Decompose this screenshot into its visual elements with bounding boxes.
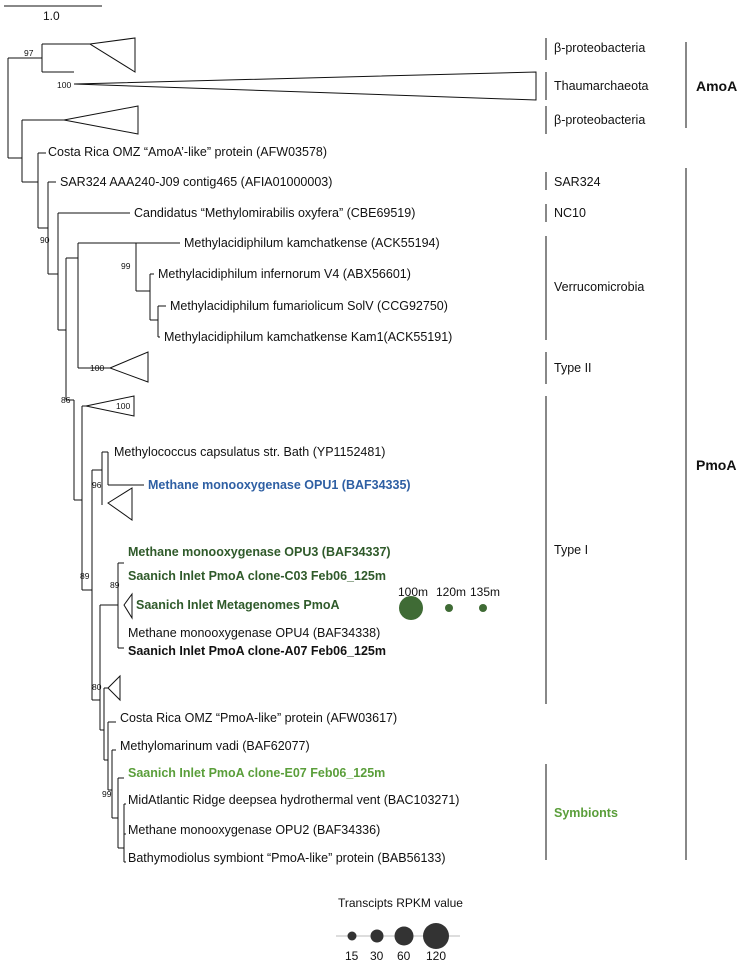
bootstrap-label: 90 bbox=[40, 235, 50, 245]
legend-bubble bbox=[423, 923, 449, 949]
bootstrap-label: 89 bbox=[110, 580, 120, 590]
legend-value: 60 bbox=[397, 949, 411, 963]
legend-value: 120 bbox=[426, 949, 446, 963]
collapsed-clades bbox=[63, 37, 537, 702]
depth-bubble bbox=[479, 604, 487, 612]
legend-title: Transcipts RPKM value bbox=[338, 896, 463, 910]
legend-bubble bbox=[370, 929, 384, 943]
group-label-beta-proteobacteria-1: β-proteobacteria bbox=[554, 41, 645, 55]
depth-label: 100m bbox=[398, 585, 428, 599]
clade-beta-proteobacteria-2 bbox=[63, 105, 139, 135]
group-label-beta-proteobacteria-2: β-proteobacteria bbox=[554, 113, 645, 127]
taxon-methylomarinum: Methylomarinum vadi (BAF62077) bbox=[120, 739, 310, 753]
depth-bubble bbox=[399, 596, 423, 620]
depth-bubble bbox=[445, 604, 453, 612]
bootstrap-label: 96 bbox=[92, 480, 102, 490]
bootstrap-label: 86 bbox=[61, 395, 71, 405]
scale-bar: 1.0 bbox=[4, 5, 102, 23]
taxon-clone-a07: Saanich Inlet PmoA clone-A07 Feb06_125m bbox=[128, 644, 386, 658]
rpkm-legend: Transcipts RPKM value 15 30 60 120 bbox=[336, 896, 463, 963]
family-label-amoa: AmoA bbox=[696, 78, 737, 94]
taxon-fumariolicum: Methylacidiphilum fumariolicum SolV (CCG… bbox=[170, 299, 448, 313]
taxon-infernorum: Methylacidiphilum infernorum V4 (ABX5660… bbox=[158, 267, 411, 281]
taxon-opu3: Methane monooxygenase OPU3 (BAF34337) bbox=[128, 545, 391, 559]
depth-label: 135m bbox=[470, 585, 500, 599]
taxon-labels: Costa Rica OMZ “AmoA’-like” protein (AFW… bbox=[48, 145, 459, 865]
taxon-midatlantic: MidAtlantic Ridge deepsea hydrothermal v… bbox=[128, 793, 459, 807]
bootstrap-label: 99 bbox=[102, 789, 112, 799]
bootstrap-values: 97 100 90 99 100 86 100 96 89 89 80 99 bbox=[24, 48, 131, 799]
taxon-opu2: Methane monooxygenase OPU2 (BAF34336) bbox=[128, 823, 380, 837]
taxon-opu4: Methane monooxygenase OPU4 (BAF34338) bbox=[128, 626, 380, 640]
bootstrap-label: 80 bbox=[92, 682, 102, 692]
bootstrap-label: 97 bbox=[24, 48, 34, 58]
taxon-kamchatkense-kam1: Methylacidiphilum kamchatkense Kam1(ACK5… bbox=[164, 330, 452, 344]
clade-type1-low bbox=[107, 674, 121, 702]
taxon-clone-c03: Saanich Inlet PmoA clone-C03 Feb06_125m bbox=[128, 569, 386, 583]
group-label-nc10: NC10 bbox=[554, 206, 586, 220]
group-label-verrucomicrobia: Verrucomicrobia bbox=[554, 280, 644, 294]
taxon-methylococcus: Methylococcus capsulatus str. Bath (YP11… bbox=[114, 445, 385, 459]
taxon-costa-rica-amoa: Costa Rica OMZ “AmoA’-like” protein (AFW… bbox=[48, 145, 327, 159]
group-label-type1: Type I bbox=[554, 543, 588, 557]
bootstrap-label: 100 bbox=[116, 401, 130, 411]
depth-label: 120m bbox=[436, 585, 466, 599]
clade-type2 bbox=[108, 351, 149, 383]
taxon-kamchatkense: Methylacidiphilum kamchatkense (ACK55194… bbox=[184, 236, 440, 250]
family-label-pmoa: PmoA bbox=[696, 457, 736, 473]
bootstrap-label: 89 bbox=[80, 571, 90, 581]
tree-branches bbox=[7, 43, 180, 863]
taxon-opu1: Methane monooxygenase OPU1 (BAF34335) bbox=[148, 478, 411, 492]
taxon-clone-e07: Saanich Inlet PmoA clone-E07 Feb06_125m bbox=[128, 766, 385, 780]
group-brackets bbox=[545, 38, 687, 860]
bootstrap-label: 99 bbox=[121, 261, 131, 271]
group-label-symbionts: Symbionts bbox=[554, 806, 618, 820]
bootstrap-label: 100 bbox=[57, 80, 71, 90]
taxon-sar324: SAR324 AAA240-J09 contig465 (AFIA0100000… bbox=[60, 175, 332, 189]
legend-value: 30 bbox=[370, 949, 384, 963]
clade-type1-top bbox=[85, 395, 135, 417]
clade-beta-proteobacteria-1 bbox=[88, 37, 136, 73]
clade-thaumarchaeota bbox=[73, 71, 537, 101]
scale-label: 1.0 bbox=[43, 9, 60, 23]
legend-bubble bbox=[394, 926, 414, 946]
clade-type1-mid bbox=[107, 487, 133, 521]
clade-metagenomes bbox=[123, 592, 133, 620]
bootstrap-label: 100 bbox=[90, 363, 104, 373]
depth-bubbles: 100m 120m 135m bbox=[398, 585, 500, 620]
group-label-thaumarchaeota: Thaumarchaeota bbox=[554, 79, 649, 93]
taxon-costa-rica-pmoa: Costa Rica OMZ “PmoA-like” protein (AFW0… bbox=[120, 711, 397, 725]
legend-value: 15 bbox=[345, 949, 359, 963]
taxon-bathymodiolus: Bathymodiolus symbiont “PmoA-like” prote… bbox=[128, 851, 446, 865]
group-label-type2: Type II bbox=[554, 361, 592, 375]
taxon-metagenomes: Saanich Inlet Metagenomes PmoA bbox=[136, 598, 340, 612]
legend-bubble bbox=[347, 931, 357, 941]
group-labels: β-proteobacteria Thaumarchaeota β-proteo… bbox=[554, 41, 737, 820]
taxon-methylomirabilis: Candidatus “Methylomirabilis oxyfera” (C… bbox=[134, 206, 415, 220]
group-label-sar324: SAR324 bbox=[554, 175, 601, 189]
